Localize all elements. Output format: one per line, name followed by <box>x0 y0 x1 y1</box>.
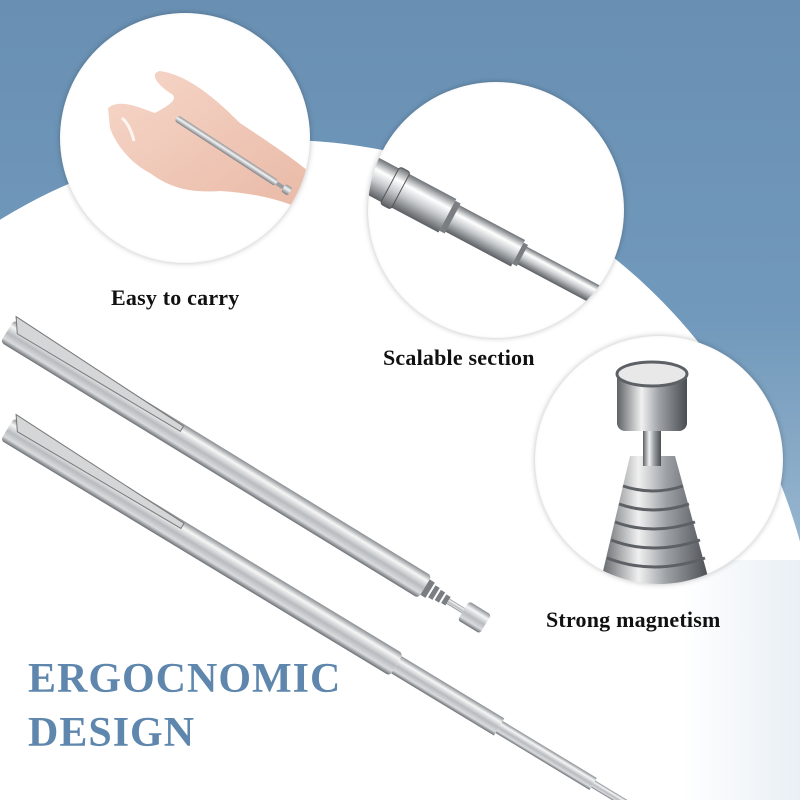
headline: ERGOCNOMIC DESIGN <box>28 652 341 760</box>
background-white-bottom <box>0 560 800 800</box>
feature-circle-easy-to-carry <box>60 13 310 263</box>
magnet-tip-icon <box>458 602 491 633</box>
feature-circle-strong-magnetism <box>535 336 783 584</box>
caption-strong-magnetism: Strong magnetism <box>546 607 721 632</box>
feature-circle-scalable-section <box>368 82 624 338</box>
headline-line-2: DESIGN <box>28 710 196 756</box>
magnet-tip-illustration <box>600 360 710 584</box>
caption-easy-to-carry: Easy to carry <box>111 285 240 310</box>
hand-with-pen-illustration <box>108 71 310 213</box>
pen-icon <box>175 116 292 196</box>
pen-collapsed <box>1 315 491 633</box>
headline-line-1: ERGOCNOMIC <box>28 656 342 702</box>
caption-scalable-section: Scalable section <box>383 345 535 370</box>
pen-extended <box>2 413 668 800</box>
pen-clip <box>15 315 185 433</box>
telescoping-section-illustration <box>368 152 624 319</box>
